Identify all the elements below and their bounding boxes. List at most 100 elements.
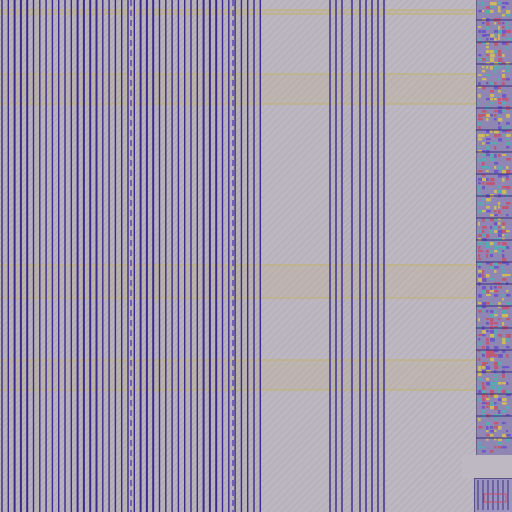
horizontal-band [0,10,476,14]
standard-cell [494,166,497,169]
standard-cell [494,114,497,117]
standard-cell [502,270,506,274]
standard-cell [482,186,485,190]
standard-cell [502,294,505,297]
standard-cell [506,294,511,297]
standard-cell [498,54,502,57]
standard-cell [494,250,498,253]
standard-cell [494,378,498,381]
standard-cell [482,66,485,69]
standard-cell [490,322,494,326]
standard-cell [494,430,497,433]
standard-cell [490,302,493,306]
standard-cell [494,262,499,266]
standard-cell [482,286,486,290]
standard-cell [506,406,510,409]
standard-cell [486,394,489,398]
standard-cell [502,34,506,37]
standard-cell [490,390,495,394]
standard-cell [494,374,498,377]
standard-cell [498,318,501,321]
standard-cell [506,414,510,417]
standard-cell [494,142,498,145]
standard-cell [498,50,502,54]
standard-cell [486,10,490,14]
right-fill-region [386,0,476,512]
standard-cell [502,54,505,58]
standard-cell [486,146,490,150]
standard-cell [478,374,482,377]
standard-cell [502,310,507,314]
standard-cell [486,250,489,253]
standard-cell [502,22,505,25]
standard-cell [494,334,497,338]
standard-cell [502,178,505,182]
standard-cell [482,134,485,138]
standard-cell [502,82,505,86]
standard-cell [490,358,495,362]
standard-cell [498,406,501,410]
standard-cell [502,338,506,342]
standard-cell [506,130,511,133]
standard-cell [494,326,499,329]
standard-cell [482,162,485,166]
standard-cell [486,234,490,238]
standard-cell [486,166,490,170]
standard-cell [490,158,495,161]
standard-cell [498,22,502,25]
standard-cell [502,342,506,345]
standard-cell [498,102,502,105]
standard-cell [494,290,499,293]
standard-cell [490,250,493,253]
standard-cell [478,258,482,261]
standard-cell [490,114,494,117]
standard-cell [494,134,498,138]
standard-cell [498,242,501,245]
standard-cell [506,42,509,46]
standard-cell [490,406,495,410]
standard-cell [506,46,509,50]
standard-cell [486,302,491,305]
standard-cell [478,230,482,233]
standard-cell [486,6,491,9]
standard-cell [490,10,494,13]
standard-cell [506,142,511,146]
standard-cell [482,278,487,282]
standard-cell [490,262,493,266]
standard-cell [486,134,489,137]
standard-cell [494,446,497,449]
standard-cell [494,314,498,317]
standard-cell [482,234,487,237]
standard-cell [494,266,499,269]
standard-cell [482,402,487,405]
standard-cell [482,2,485,6]
standard-cell [498,34,501,38]
standard-cell [502,26,505,29]
standard-cell [498,446,503,449]
standard-cell [486,42,490,45]
standard-cell [478,178,483,181]
standard-cell [482,398,486,402]
standard-cell [502,226,505,229]
standard-cell [506,202,511,205]
standard-cell [478,306,482,309]
standard-cell [498,38,501,41]
standard-cell [482,110,487,113]
standard-cell [482,450,486,453]
bottom-right-fill [462,455,512,478]
standard-cell [498,362,502,366]
standard-cell [502,306,507,310]
standard-cell [502,170,507,174]
standard-cell [494,154,497,158]
standard-cell [502,110,507,113]
standard-cell [478,210,482,214]
standard-cell [502,186,507,189]
standard-cell [478,146,481,149]
standard-cell [478,390,482,394]
standard-cell [478,262,482,266]
standard-cell [490,66,493,70]
standard-cell [506,338,510,342]
standard-cell [506,98,509,102]
standard-cell [494,386,497,390]
